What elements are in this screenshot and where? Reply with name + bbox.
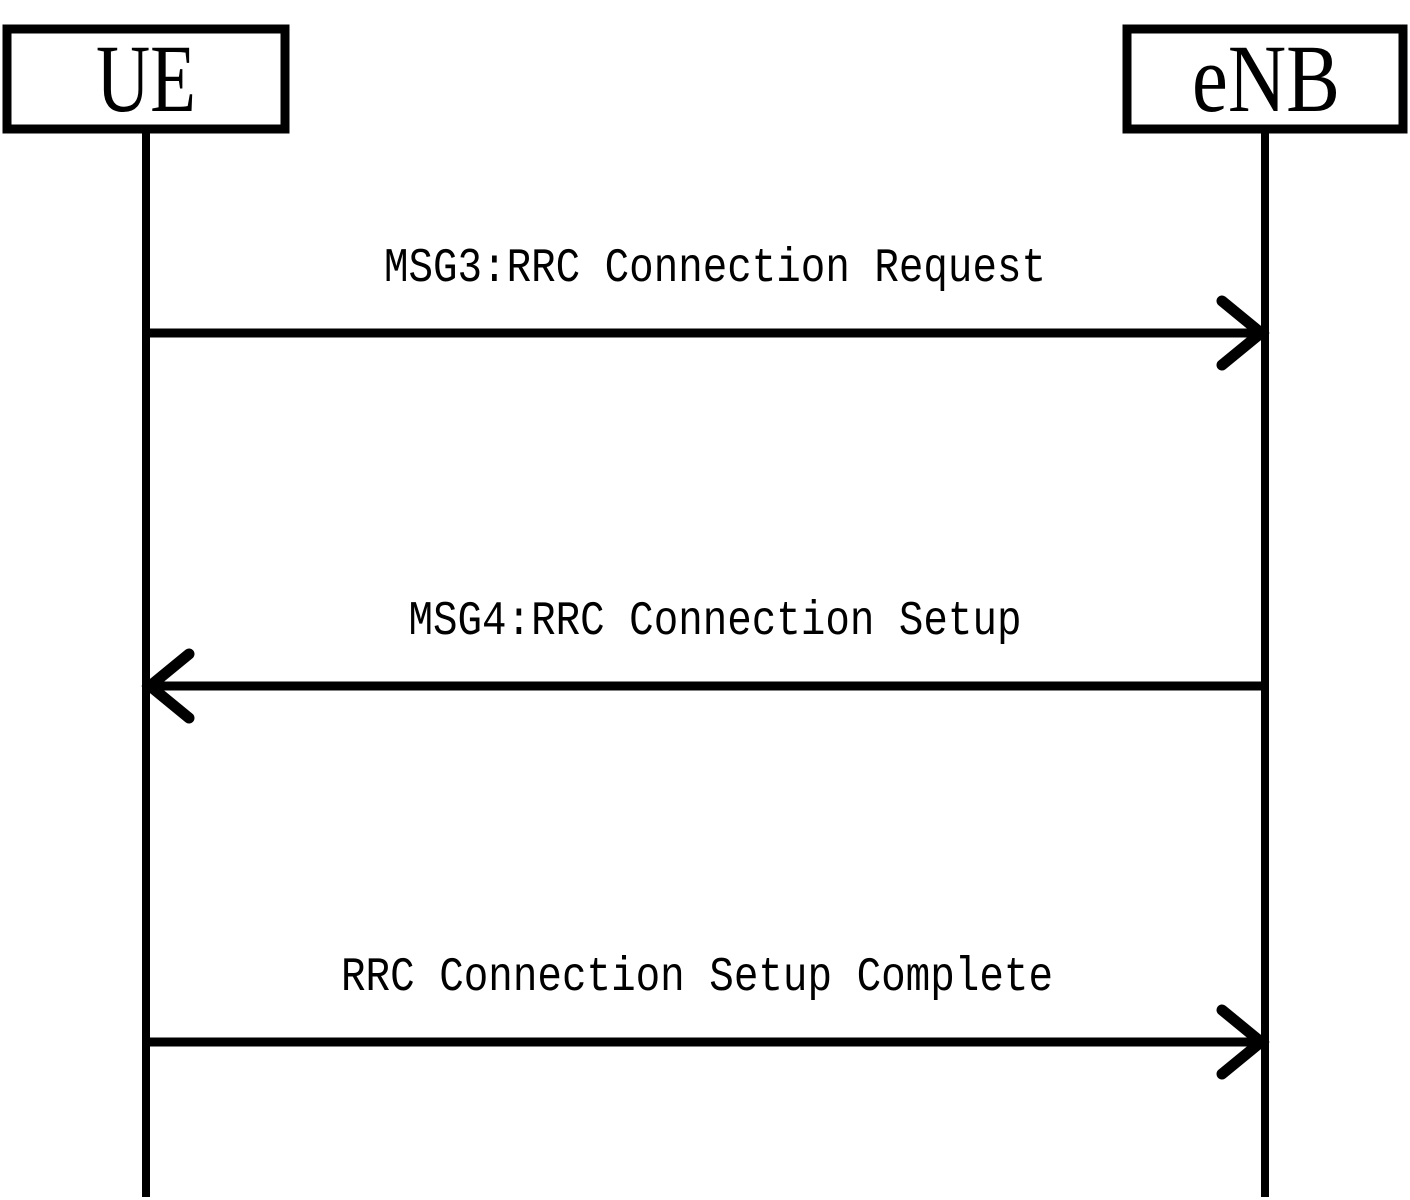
message-label-1: MSG3:RRC Connection Request: [384, 242, 1046, 296]
actor-box-ue: [2, 24, 290, 134]
message-label-2: MSG4:RRC Connection Setup: [409, 595, 1022, 649]
actor-box-enb: [1122, 24, 1408, 134]
arrowhead-right-icon: [1216, 1004, 1270, 1080]
message-label-3: RRC Connection Setup Complete: [341, 951, 1053, 1005]
actor-label-ue: UE: [96, 25, 196, 132]
actor-label-enb: eNB: [1192, 25, 1340, 132]
arrowhead-left-icon: [141, 648, 195, 724]
arrowhead-right-icon: [1216, 295, 1270, 371]
